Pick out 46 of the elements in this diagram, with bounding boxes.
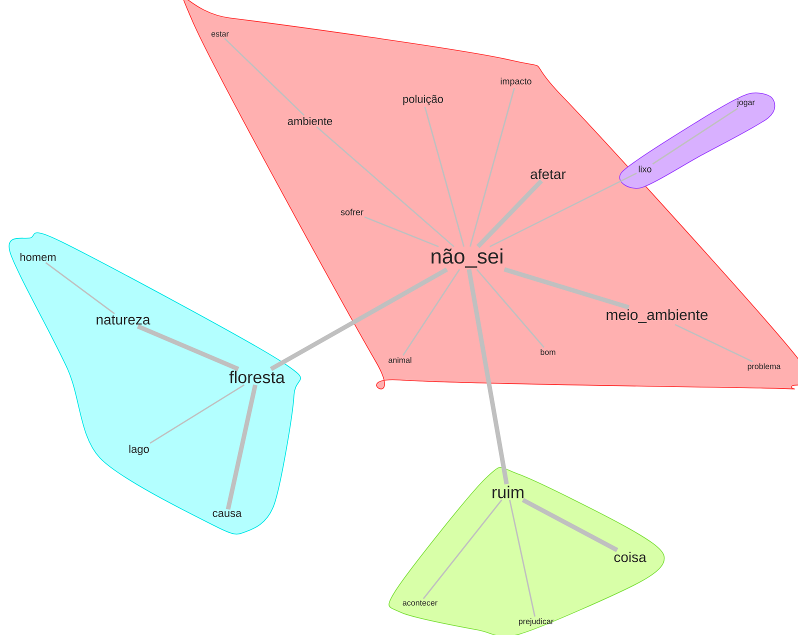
cluster-hull (182, 0, 798, 390)
link-line (489, 172, 637, 248)
word-label: problema (748, 363, 781, 371)
word-label: ruim (492, 486, 524, 498)
word-label: lixo (638, 166, 652, 172)
link-line (316, 126, 454, 248)
word-label: jogar (736, 99, 755, 107)
link-line (424, 106, 465, 247)
link-line (476, 268, 545, 348)
link-line (402, 269, 460, 356)
link-line (422, 500, 502, 600)
word-label: coisa (614, 552, 646, 562)
link-line (364, 216, 439, 248)
word-label: natureza (96, 315, 150, 325)
link-line (470, 88, 516, 247)
word-label: animal (388, 357, 412, 363)
link-line (150, 384, 245, 444)
word-label: lago (129, 444, 149, 456)
cluster-hull (619, 92, 776, 189)
link-line (504, 267, 630, 310)
link-line (466, 269, 509, 484)
word-label: meio_ambiente (606, 309, 708, 323)
link-line (476, 179, 544, 248)
word-label: sofrer (340, 208, 364, 216)
word-label: floresta (229, 370, 285, 384)
cluster-hull (8, 232, 301, 534)
link-line (652, 108, 738, 165)
link-line (674, 324, 753, 362)
word-label: ambiente (288, 116, 332, 126)
link-line (509, 500, 536, 617)
word-label: bom (540, 349, 556, 355)
word-label: poluição (403, 94, 443, 106)
cluster-hull (388, 466, 665, 635)
link-line (224, 38, 305, 116)
word-label: não_sei (432, 248, 502, 268)
word-label: estar (211, 31, 229, 37)
word-label: afetar (530, 168, 566, 180)
link-line (136, 324, 240, 372)
word-label: impacto (500, 78, 532, 86)
word-label: homem (20, 252, 56, 262)
word-label: acontecer (402, 600, 438, 606)
link-line (226, 384, 258, 510)
word-label: prejudicar (518, 618, 554, 626)
link-line (45, 262, 115, 314)
link-line (522, 498, 618, 552)
word-label: causa (212, 511, 242, 518)
